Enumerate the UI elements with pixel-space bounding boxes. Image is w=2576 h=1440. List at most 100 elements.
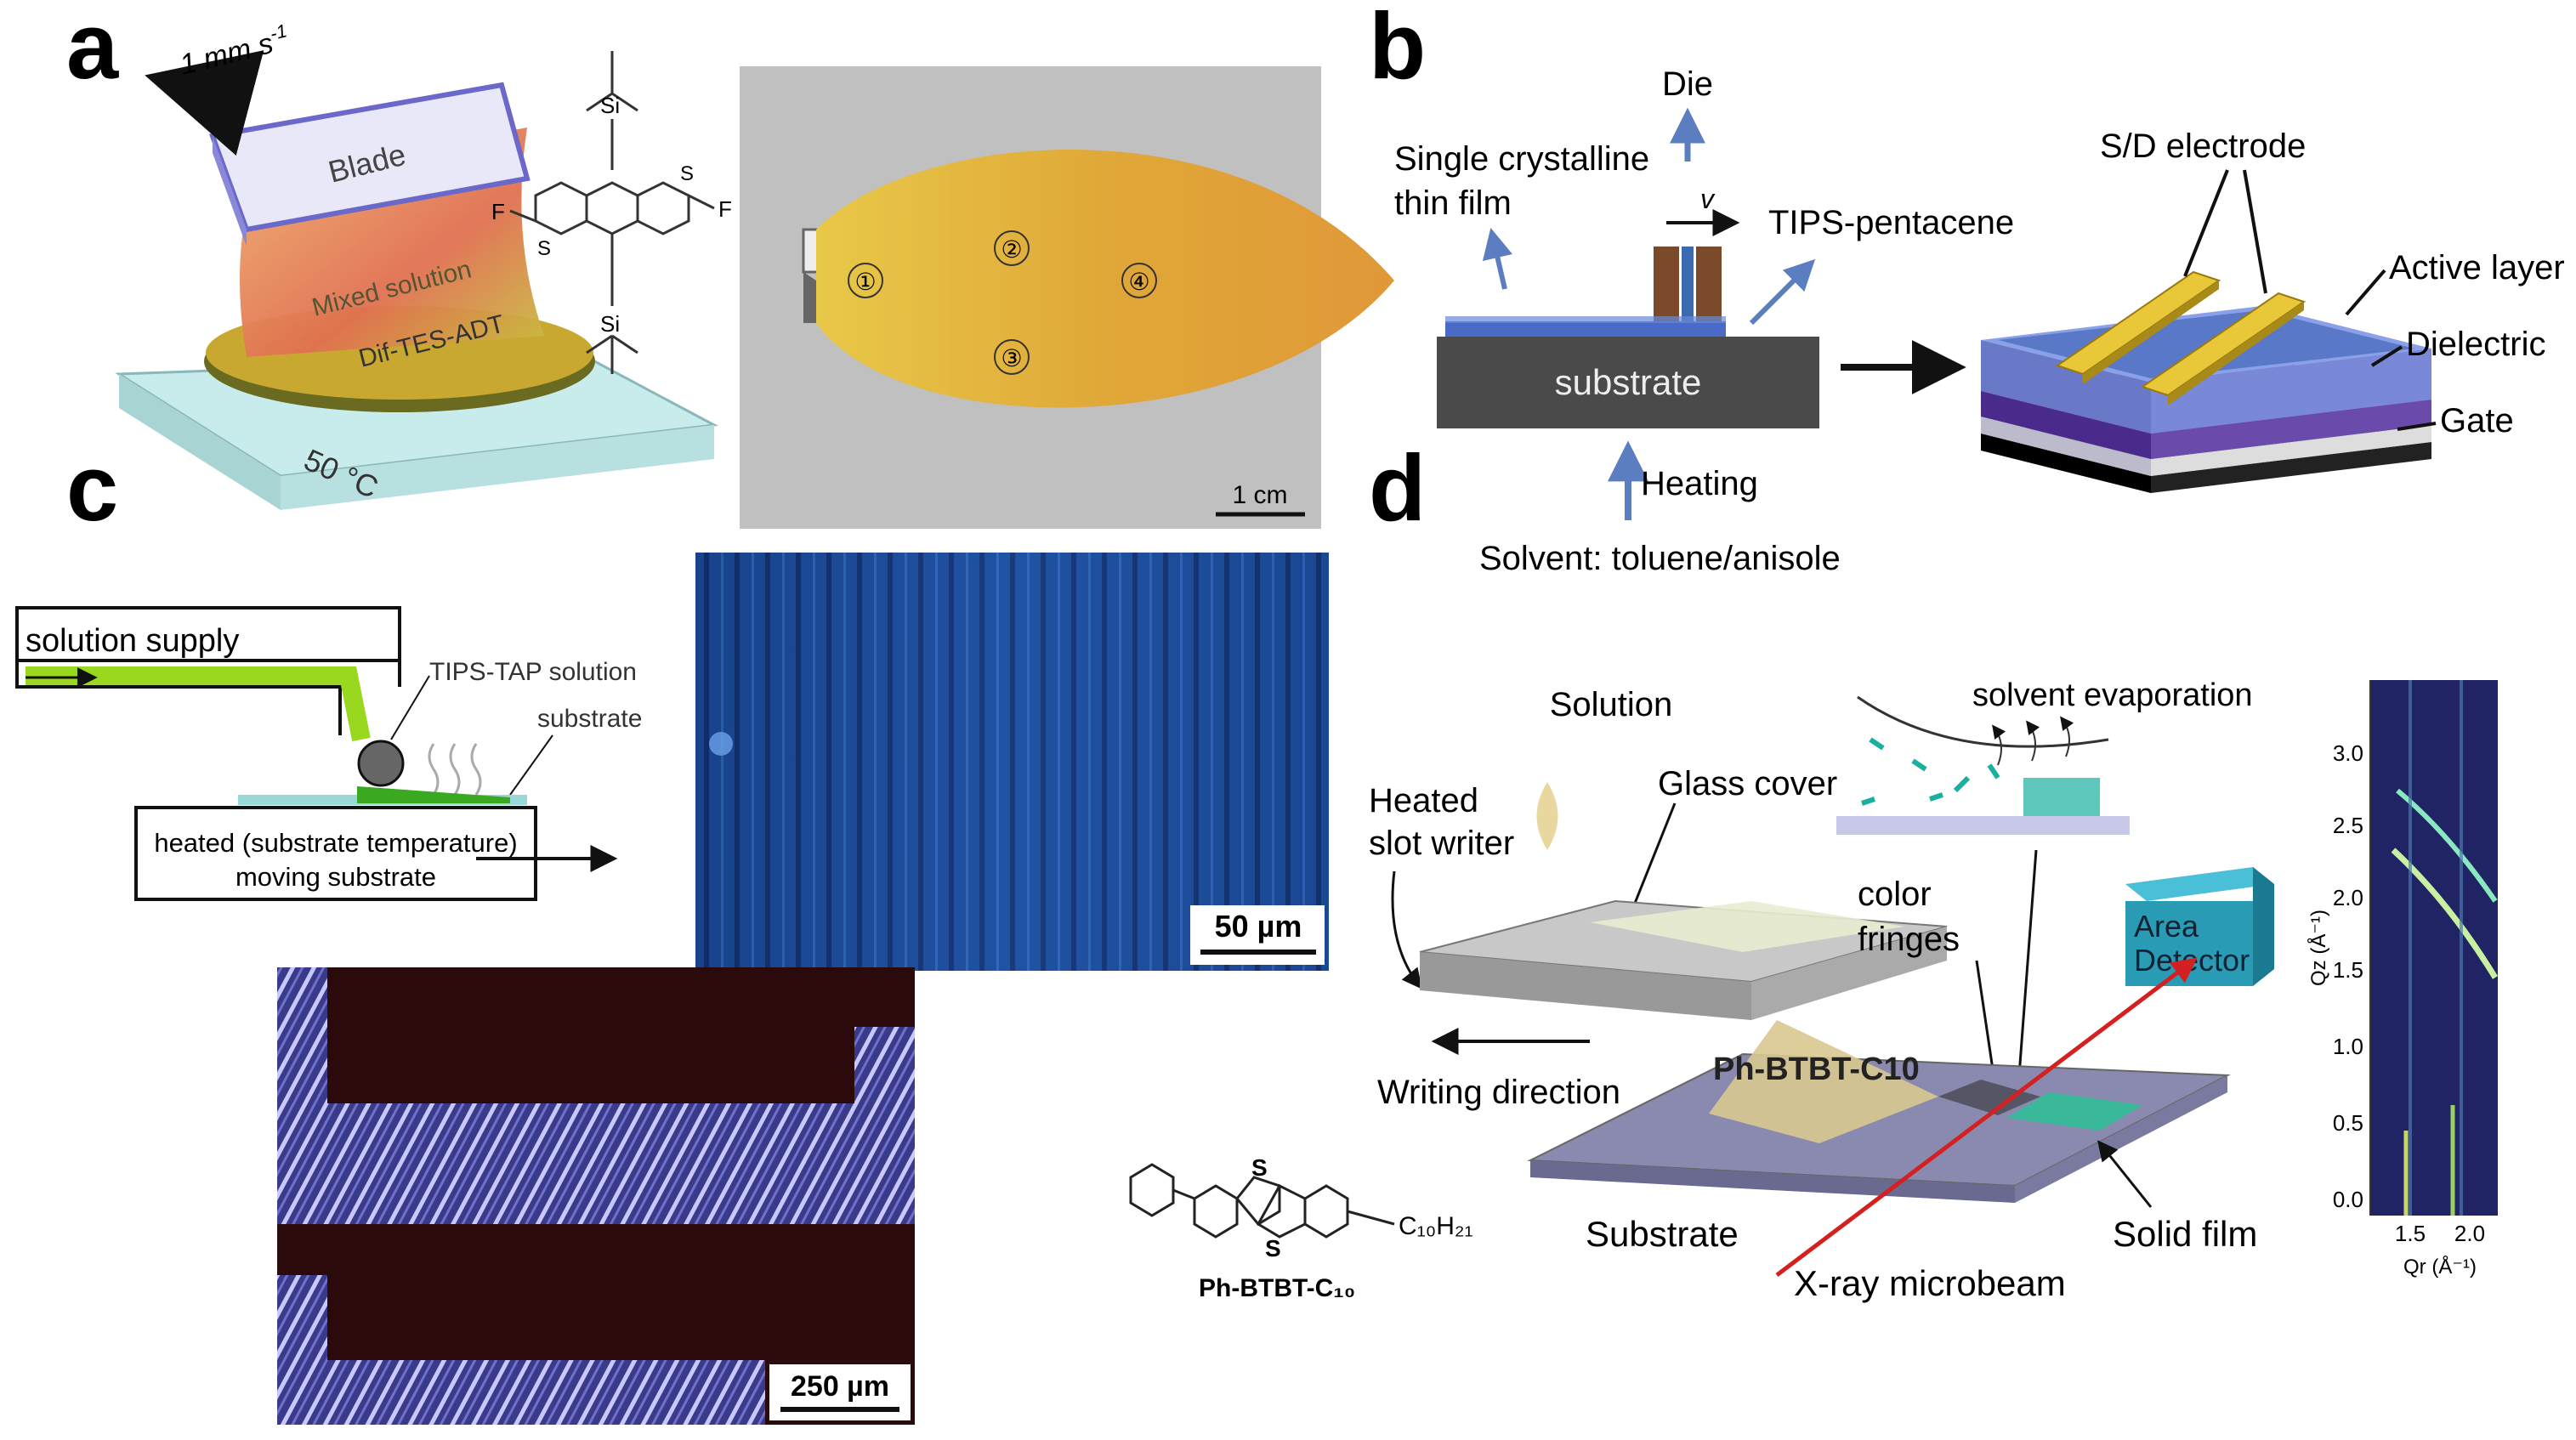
sd-electrode-label: S/D electrode [2100, 128, 2306, 165]
area-detector-label-1: Area [2134, 909, 2199, 944]
spot-1: ① [854, 269, 876, 295]
single-crystal-label-2: thin film [1394, 184, 1512, 222]
ph-btbt-label: Ph-BTBT-C10 [1713, 1052, 1920, 1087]
gixd-ytick-0-0: 0.0 [2333, 1187, 2363, 1212]
heated-writer-label-2: slot writer [1369, 825, 1514, 862]
crystal-film [1445, 321, 1726, 337]
scale-label-250um: 250 µm [791, 1370, 889, 1403]
mol-chain: C₁₀H₂₁ [1399, 1212, 1473, 1240]
gixd-ylabel: Qz (Å⁻¹) [2306, 910, 2330, 986]
mol-f-left: F [491, 199, 505, 224]
tips-arrow [1749, 258, 1816, 326]
panel-b: b Die Single crystalline thin film v TIP… [1369, 0, 2565, 577]
gixd-xtick-1-5: 1.5 [2395, 1221, 2426, 1246]
solution-drop [1536, 782, 1558, 850]
speed-arrow [145, 50, 264, 156]
heated-writer-label-1: Heated [1369, 782, 1478, 819]
supply-box [15, 606, 401, 662]
mol-name: Ph-BTBT-C₁₀ [1199, 1274, 1355, 1302]
color-fringes-label-2: fringes [1858, 921, 1960, 958]
mol-s-bottom: S [1265, 1235, 1281, 1261]
gixd-xtick-2-0: 2.0 [2454, 1221, 2485, 1246]
gixd-ytick-2-0: 2.0 [2333, 885, 2363, 910]
electrode-top [327, 967, 854, 1103]
heating-label: Heating [1641, 465, 1758, 502]
mol-s-left: S [537, 237, 551, 260]
color-fringes-label-1: color [1858, 876, 1932, 913]
glass-cover-label: Glass cover [1658, 765, 1837, 802]
gixd-ytick-3-0: 3.0 [2333, 740, 2363, 766]
gixd-pattern [2370, 680, 2498, 1216]
spot-2: ② [1001, 236, 1022, 263]
panel-letter-d: d [1369, 436, 1426, 541]
active-layer-label: Active layer [2389, 249, 2565, 286]
device-stack [1981, 270, 2431, 493]
solution-label: Solution [1550, 686, 1673, 723]
evaporation-label: solvent evaporation [1972, 677, 2253, 713]
dielectric-label: Dielectric [2406, 326, 2545, 363]
mol-f-right: F [718, 196, 732, 222]
substrate-d-label: Substrate [1586, 1214, 1739, 1254]
crystal-arrow [1482, 227, 1513, 290]
deposited-film [357, 786, 510, 803]
writer-pointer [1391, 870, 1422, 989]
roller [357, 740, 405, 787]
evaporation-inset [1836, 695, 2130, 835]
substrate-block [1437, 337, 1819, 428]
gate-label: Gate [2440, 402, 2514, 439]
mol-s-top: S [1251, 1154, 1268, 1181]
panel-d: d Solution Glass cover Heated slot write… [1129, 436, 2498, 1303]
solvent-label: Solvent: toluene/anisole [1479, 540, 1841, 577]
area-detector-top [2125, 867, 2274, 901]
gixd-ytick-1-5: 1.5 [2333, 957, 2363, 983]
svg-text:1 mm s-1: 1 mm s-1 [176, 20, 292, 81]
glass-cover [1590, 901, 1904, 952]
panel-letter-c: c [66, 436, 118, 541]
heated-label-2: moving substrate [235, 862, 436, 892]
panel-c: c solution supply TIPS-TAP solution subs… [15, 436, 1329, 1425]
molecule-ph-btbt [1129, 1163, 1395, 1239]
electrode-bottom [327, 1224, 915, 1360]
mol-s-right: S [680, 162, 694, 185]
mol-si-top: Si [600, 93, 620, 118]
gixd-ytick-1-0: 1.0 [2333, 1034, 2363, 1059]
spot-4: ④ [1128, 269, 1149, 295]
panel-letter-b: b [1369, 0, 1426, 99]
wafer-photo-disk [816, 149, 1394, 408]
solution-channel [26, 666, 371, 742]
gixd-xlabel: Qr (Å⁻¹) [2403, 1255, 2477, 1278]
xray-beam [1775, 957, 2198, 1277]
panel-letter-a: a [66, 0, 119, 99]
scale-label-1cm: 1 cm [1232, 481, 1287, 509]
solid-film [2006, 1092, 2142, 1131]
xray-label: X-ray microbeam [1794, 1263, 2066, 1303]
heated-label-1: heated (substrate temperature) [154, 828, 517, 858]
panel-a: a 1 mm s-1 Blade Mixed solution Dif-TES-… [66, 0, 1394, 529]
solid-film-pointer [2097, 1140, 2153, 1208]
substrate-label: substrate [1555, 362, 1702, 402]
spot-3: ③ [1001, 345, 1022, 371]
solution-supply-label: solution supply [26, 623, 239, 659]
tips-tap-label: TIPS-TAP solution [429, 658, 637, 686]
hot-plate-side [119, 374, 281, 510]
hot-plate-front [281, 425, 714, 510]
mol-si-bottom: Si [600, 311, 620, 337]
gixd-ytick-0-5: 0.5 [2333, 1110, 2363, 1136]
substrate-c-label: substrate [537, 705, 642, 733]
scale-label-50um: 50 µm [1215, 909, 1302, 944]
gixd-ytick-2-5: 2.5 [2333, 813, 2363, 838]
velocity-label: v [1700, 184, 1716, 214]
single-crystal-label-1: Single crystalline [1394, 140, 1649, 178]
solid-film-label: Solid film [2113, 1214, 2257, 1254]
molecule-dif-tes-adt [509, 51, 715, 374]
die-label: Die [1662, 65, 1713, 103]
tips-pentacene-label: TIPS-pentacene [1768, 204, 2014, 241]
die-gap [1682, 247, 1694, 332]
writing-direction-label: Writing direction [1377, 1074, 1620, 1111]
heated-substrate-box [134, 806, 537, 901]
color-fringes [1938, 1080, 2040, 1115]
solution-meniscus [1709, 1020, 1938, 1143]
scale-box-50um [1190, 905, 1325, 965]
speed-label: 1 mm s [177, 27, 276, 82]
